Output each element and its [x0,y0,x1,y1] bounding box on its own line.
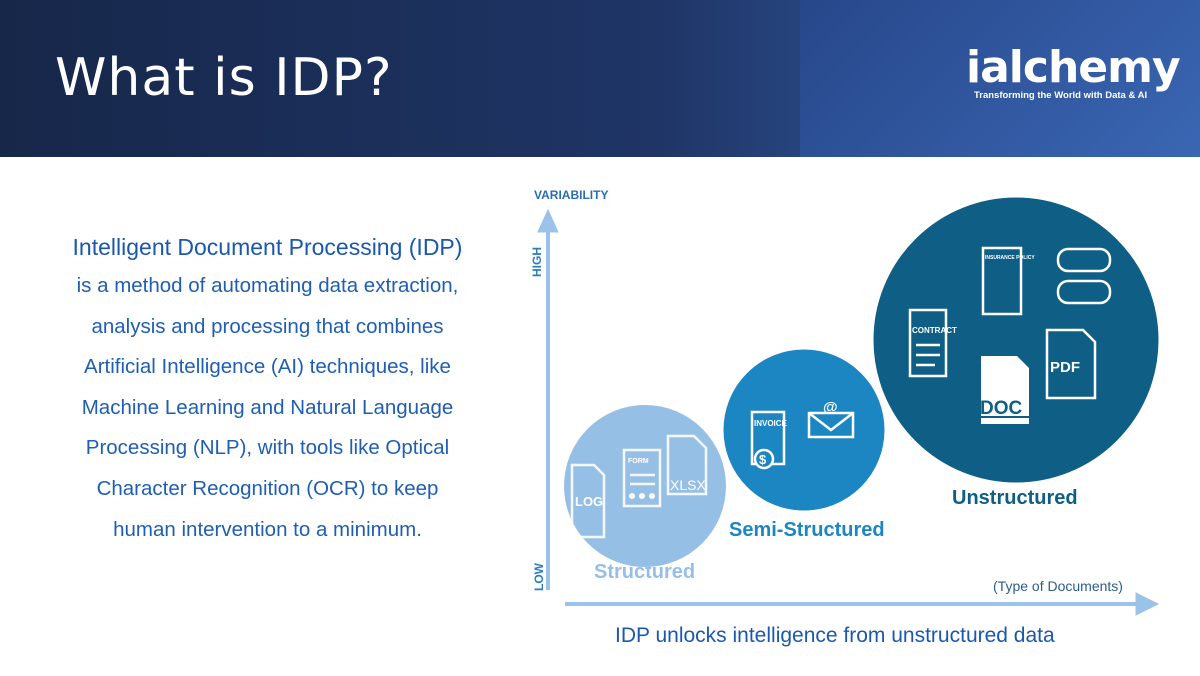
doc-file-icon [981,356,1029,416]
at-sign-icon: @ [823,399,838,416]
y-axis-arrow-icon [537,208,559,233]
invoice-icon-label: INVOICE [754,419,788,428]
definition-line: Artificial Intelligence (AI) techniques,… [84,355,451,379]
x-axis-arrow-icon [1135,592,1160,616]
definition-heading: Intelligent Document Processing (IDP) [72,234,463,260]
form-icon [622,448,662,508]
definition-line: human intervention to a minimum. [113,517,422,541]
chat-profile-icon [1056,247,1112,273]
diagram-caption: IDP unlocks intelligence from unstructur… [615,624,1055,647]
invoice-icon [750,410,786,466]
idp-definition: Intelligent Document Processing (IDP) is… [30,228,505,550]
slide-header: What is IDP? ialchemy Transforming the W… [0,0,1200,157]
logo-word: ialchemy [966,42,1181,93]
definition-line: Processing (NLP), with tools like Optica… [85,436,450,460]
structured-label: Structured [594,561,696,583]
header-accent [800,0,1200,157]
contract-icon-label: CONTRACT [912,326,957,335]
insurance-policy-icon [981,246,1023,316]
y-axis-high: HIGH [530,247,544,277]
logo-tagline: Transforming the World with Data & AI [974,90,1148,101]
xlsx-file-icon [666,434,708,496]
chat-profile-icon [1056,279,1112,305]
y-axis-title: VARIABILITY [534,188,609,202]
x-axis-label: (Type of Documents) [993,578,1123,594]
definition-line: Machine Learning and Natural Language [81,395,454,419]
log-icon-label: LOG [575,494,603,509]
log-file-icon [570,463,606,539]
doc-icon-label: DOC [980,398,1023,419]
semi-structured-circle [720,346,888,514]
email-icon [807,411,855,439]
slide-title: What is IDP? [55,48,393,108]
definition-line: is a method of automating data extractio… [76,274,459,297]
ialchemy-logo: ialchemy Transforming the World with Dat… [966,42,1181,102]
semi-structured-label: Semi-Structured [729,519,885,541]
y-axis-low: LOW [532,563,546,591]
dollar-icon: $ [759,452,767,467]
definition-line: Character Recognition (OCR) to keep [96,476,439,500]
contract-icon [908,308,948,378]
insurance-icon-label: INSURANCE POLICY [985,255,1035,261]
pdf-icon-label: PDF [1050,359,1080,376]
pdf-file-icon [1045,328,1097,400]
xlsx-icon-label: XLSX [670,477,706,493]
definition-line: analysis and processing that combines [91,314,444,338]
form-icon-label: FORM [628,458,649,465]
unstructured-circle [870,194,1162,486]
unstructured-label: Unstructured [952,487,1078,509]
